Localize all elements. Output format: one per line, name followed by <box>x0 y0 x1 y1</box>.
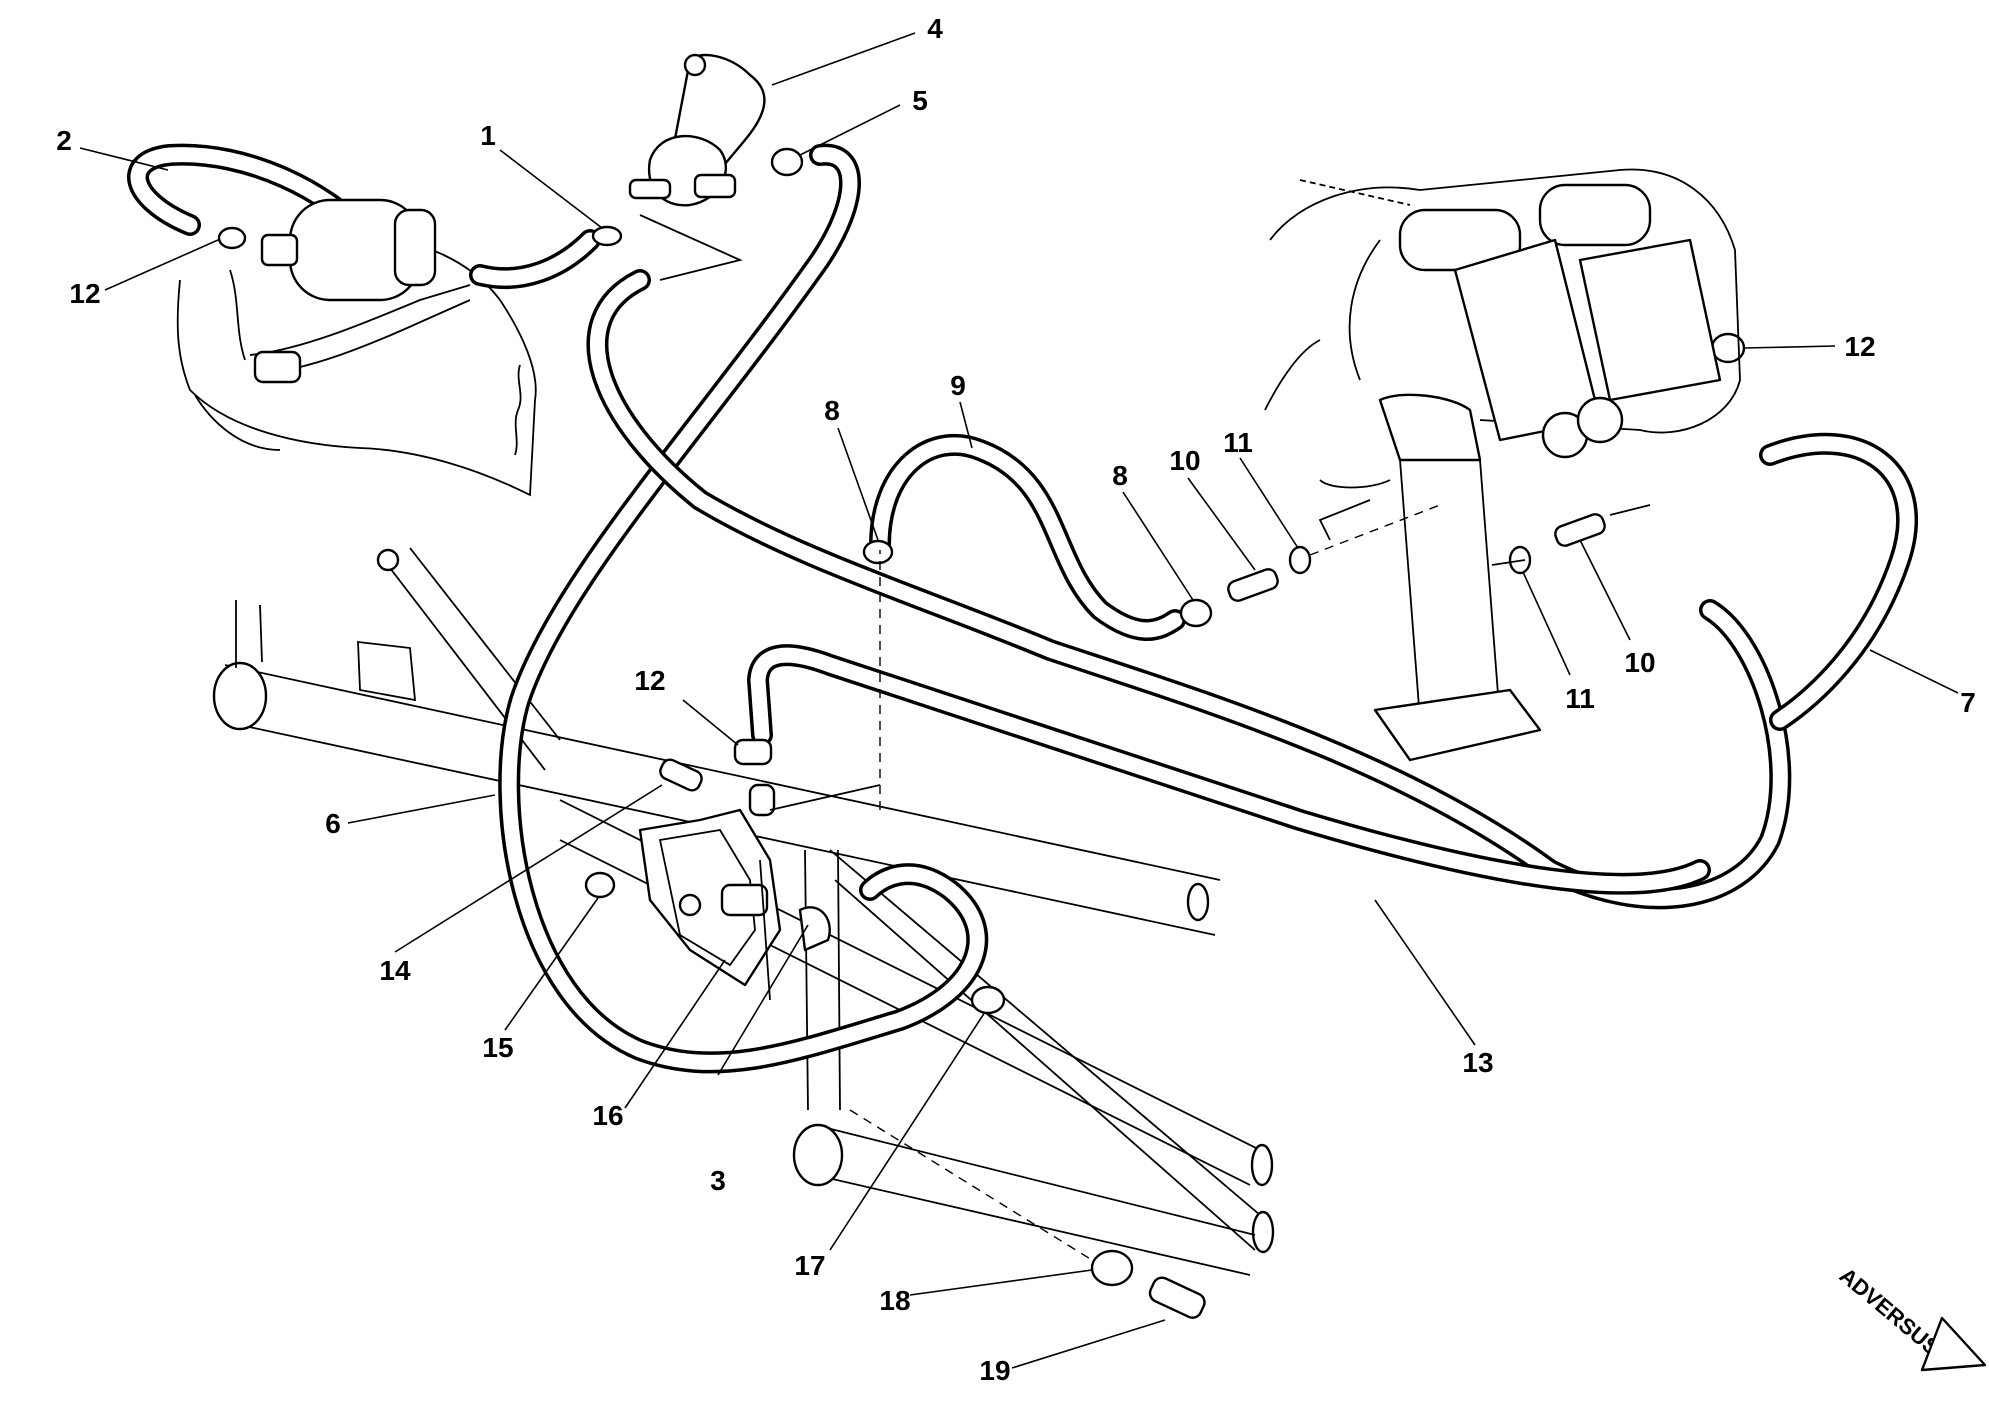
callout-10-right: 10 <box>1624 647 1655 678</box>
spacer-18 <box>1090 1249 1134 1287</box>
callout-8-left: 8 <box>824 395 840 426</box>
clamp-12-pump <box>733 738 773 766</box>
callout-7: 7 <box>1960 687 1976 718</box>
clamp-1 <box>591 225 623 247</box>
callout-10-left: 10 <box>1169 445 1200 476</box>
clamp-8-left <box>862 539 894 565</box>
adversus-watermark: ADVERSUS <box>1835 1263 1987 1372</box>
callout-4: 4 <box>927 13 943 44</box>
fuel-filter <box>249 198 471 384</box>
lower-tube-end-cap <box>792 1123 844 1187</box>
small-parts <box>584 550 1206 1319</box>
fittings <box>1227 504 1651 602</box>
callout-14: 14 <box>379 955 411 986</box>
callout-15: 15 <box>482 1032 513 1063</box>
callout-3: 3 <box>710 1165 726 1196</box>
callout-5: 5 <box>912 85 928 116</box>
washer-11-left <box>1288 545 1312 575</box>
callout-1: 1 <box>480 120 496 151</box>
callout-19: 19 <box>979 1355 1010 1386</box>
hose-clamps <box>217 147 1746 766</box>
callout-12-left: 12 <box>69 278 100 309</box>
clamp-12-left <box>217 226 247 250</box>
callout-13: 13 <box>1462 1047 1493 1078</box>
callout-6: 6 <box>325 808 341 839</box>
callout-2: 2 <box>56 125 72 156</box>
fitting-10-left <box>1227 568 1279 602</box>
arrow-icon <box>1920 1316 1987 1372</box>
screw-14 <box>659 758 703 792</box>
bolt-19 <box>1148 1276 1206 1319</box>
fuel-pump <box>638 783 782 1001</box>
fuel-tap <box>628 53 766 281</box>
grommet-17 <box>970 985 1006 1015</box>
callout-12-pump: 12 <box>634 665 665 696</box>
grommet-15 <box>584 871 616 899</box>
leader-lines <box>79 32 1959 1369</box>
clamp-5 <box>770 147 804 177</box>
fuel-tank <box>176 239 537 497</box>
callout-16: 16 <box>592 1100 623 1131</box>
watermark-text: ADVERSUS <box>1835 1263 1945 1361</box>
frame-tube-end-cap <box>212 661 268 731</box>
callout-18: 18 <box>879 1285 910 1316</box>
carburettor-assembly <box>1264 168 1741 762</box>
callout-11-left: 11 <box>1223 427 1253 458</box>
clip-3 <box>798 906 831 952</box>
callout-9: 9 <box>950 370 966 401</box>
callout-labels: 1 2 3 4 5 6 7 8 8 9 10 10 11 11 12 12 12… <box>56 13 1976 1386</box>
fitting-10-right <box>1554 513 1606 547</box>
callout-11-right: 11 <box>1565 683 1595 714</box>
clamp-8-right <box>1179 598 1213 628</box>
callout-8-right: 8 <box>1112 460 1128 491</box>
callout-12-right: 12 <box>1844 331 1875 362</box>
callout-17: 17 <box>794 1250 825 1281</box>
fuel-hoses <box>127 143 1918 1074</box>
